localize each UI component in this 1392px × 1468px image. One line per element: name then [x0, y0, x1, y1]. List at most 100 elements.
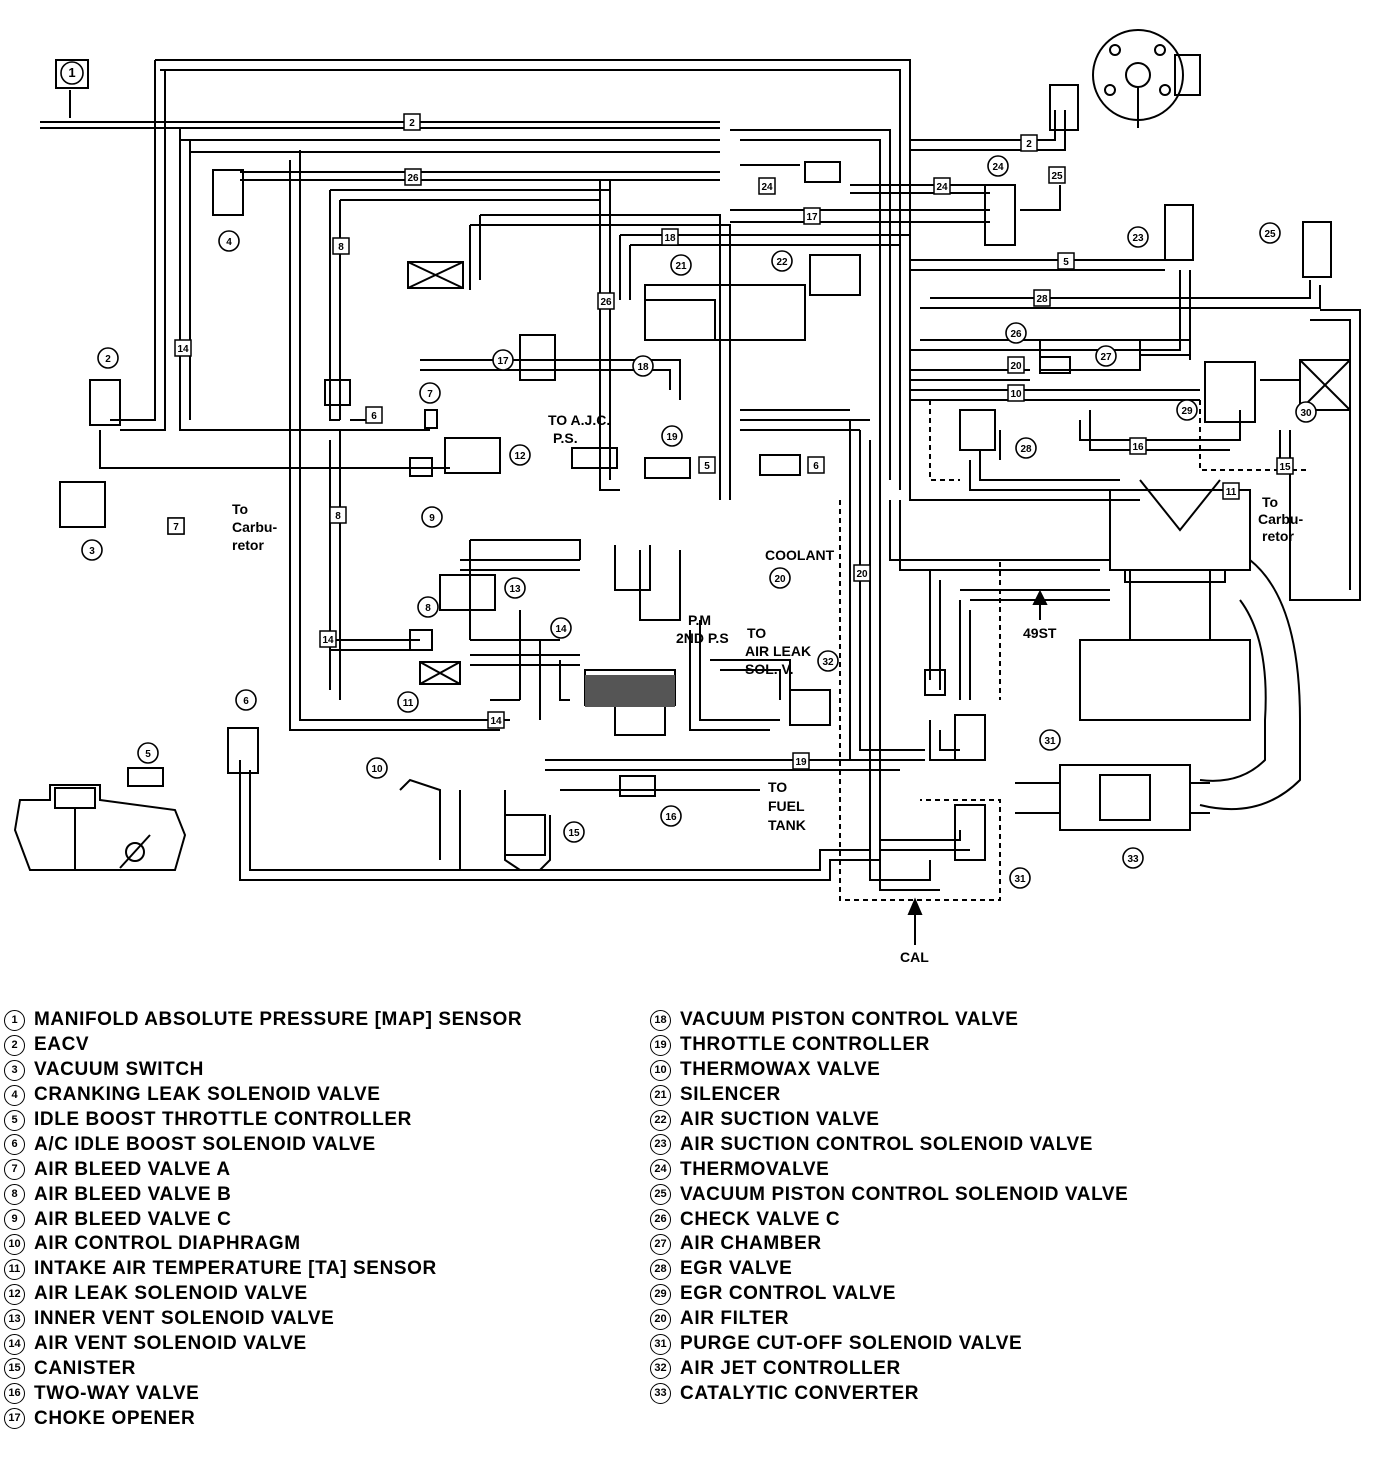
hose-tag-16: 16	[1129, 437, 1147, 455]
legend-number-badge: 27	[650, 1233, 671, 1255]
legend-number-badge: 20	[650, 1308, 671, 1330]
legend-text: CATALYTIC CONVERTER	[680, 1382, 920, 1404]
legend-text: TWO-WAY VALVE	[34, 1382, 200, 1404]
legend-text: CANISTER	[34, 1357, 136, 1379]
label-to-carburetor-right-line2: Carbu-	[1258, 511, 1303, 527]
legend-number-badge: 22	[650, 1109, 671, 1131]
label-to-carburetor-right-line3: retor	[1262, 528, 1294, 544]
callout-30: 30	[1295, 401, 1317, 423]
hose-tag-number: 16	[1132, 442, 1144, 453]
callout-16: 16	[660, 805, 682, 827]
callout-8: 8	[417, 596, 439, 618]
hose-tag-25: 25	[1048, 166, 1066, 184]
callout-3: 3	[81, 539, 103, 561]
label-to-air-leak-line3: SOL. V.	[745, 661, 794, 677]
hose-tag-number: 20	[1010, 361, 1022, 372]
callout-33: 32	[817, 650, 839, 672]
legend-number-badge: 2	[4, 1034, 25, 1056]
callout-number: 31	[1044, 736, 1056, 747]
legend-text: AIR BLEED VALVE B	[34, 1183, 232, 1205]
legend-number-badge: 11	[4, 1258, 25, 1280]
legend-number-badge: 28	[650, 1258, 671, 1280]
callout-number: 24	[992, 162, 1004, 173]
callout-number: 29	[1181, 406, 1193, 417]
legend-item: 1 MANIFOLD ABSOLUTE PRESSURE [MAP] SENSOR	[4, 1008, 522, 1033]
callout-29: 29	[1176, 399, 1198, 421]
hose-tag-14: 14	[487, 711, 505, 729]
callout-10: 10	[366, 757, 388, 779]
hose-tag-number: 14	[490, 716, 502, 727]
callout-1: 1	[60, 61, 84, 85]
legend-text: AIR CONTROL DIAPHRAGM	[34, 1233, 301, 1255]
hose-tag-15: 15	[1276, 457, 1294, 475]
label-to-carburetor-left-line3: retor	[232, 537, 264, 553]
callout-number: 8	[425, 603, 431, 614]
legend-text: CHOKE OPENER	[34, 1407, 196, 1429]
callout-number: 22	[776, 257, 788, 268]
legend-number-badge: 1	[4, 1009, 25, 1031]
hose-tag-26: 26	[597, 292, 615, 310]
callout-number: 13	[509, 584, 521, 595]
hose-tag-8: 8	[332, 237, 350, 255]
callout-7: 7	[419, 382, 441, 404]
hose-tag-number: 6	[813, 461, 819, 472]
label-to-fuel-tank-line3: TANK	[768, 817, 806, 833]
legend-text: EGR VALVE	[680, 1258, 793, 1280]
hose-tag-number: 8	[338, 242, 344, 253]
label-coolant: COOLANT	[765, 547, 835, 563]
callout-2: 2	[97, 347, 119, 369]
callout-number: 27	[1100, 352, 1112, 363]
hose-tag-number: 18	[664, 233, 676, 244]
label-49st: 49ST	[1023, 625, 1057, 641]
callout-number: 33	[1127, 854, 1139, 865]
hose-tag-number: 20	[856, 569, 868, 580]
hose-tag-2: 2	[1020, 134, 1038, 152]
callout-number: 1	[68, 65, 75, 80]
legend-text: VACUUM PISTON CONTROL VALVE	[680, 1009, 1019, 1031]
label-pm: P.M	[688, 612, 711, 628]
legend-number-badge: 7	[4, 1159, 25, 1181]
hose-tag-number: 11	[1226, 487, 1237, 498]
callout-31: 31	[1039, 729, 1061, 751]
hose-tag-number: 25	[1051, 171, 1063, 182]
callout-21: 21	[670, 254, 692, 276]
hose-tag-number: 19	[795, 757, 807, 768]
callout-12: 12	[509, 444, 531, 466]
label-cal: CAL	[900, 949, 929, 965]
hose-tag-24: 24	[758, 177, 776, 195]
hose-tag-number: 14	[322, 635, 334, 646]
legend-number-badge: 9	[4, 1209, 25, 1231]
legend-text: MANIFOLD ABSOLUTE PRESSURE [MAP] SENSOR	[34, 1009, 523, 1031]
legend-number-badge: 16	[4, 1383, 25, 1405]
callout-number: 21	[675, 261, 687, 272]
legend-number-badge: 14	[4, 1333, 25, 1355]
label-2nd-ps: 2ND P.S	[676, 630, 729, 646]
callout-number: 6	[243, 696, 249, 707]
legend-number-badge: 29	[650, 1283, 671, 1305]
callout-number: 26	[1010, 329, 1022, 340]
hose-tag-number: 17	[806, 212, 818, 223]
legend-number-badge: 25	[650, 1184, 671, 1206]
legend-item: 16 TWO-WAY VALVE	[4, 1381, 522, 1406]
hose-tag-24: 24	[933, 177, 951, 195]
legend-item: 33 CATALYTIC CONVERTER	[650, 1381, 1128, 1406]
callout-23: 23	[1127, 226, 1149, 248]
legend-number-badge: 33	[650, 1383, 671, 1405]
callout-number: 18	[637, 362, 649, 373]
hose-tag-14: 14	[174, 339, 192, 357]
hose-tag-14: 14	[319, 630, 337, 648]
legend-text: INTAKE AIR TEMPERATURE [TA] SENSOR	[34, 1258, 437, 1280]
callout-number: 7	[427, 389, 433, 400]
